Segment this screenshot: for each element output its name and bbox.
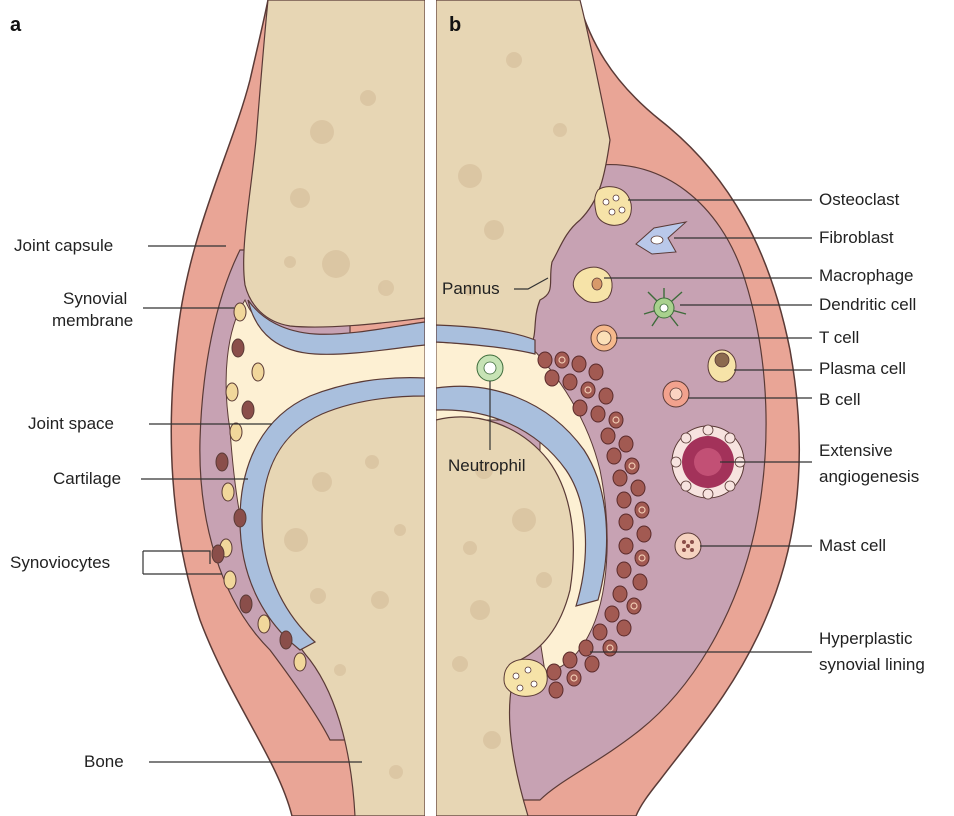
label-joint-space: Joint space bbox=[28, 413, 114, 435]
label-cartilage: Cartilage bbox=[53, 468, 121, 490]
label-mast-cell: Mast cell bbox=[819, 535, 886, 557]
panel-b-letter: b bbox=[449, 14, 461, 37]
plasma-cell bbox=[708, 350, 736, 382]
label-neutrophil: Neutrophil bbox=[448, 455, 526, 477]
upper-bone-a bbox=[244, 0, 425, 327]
label-bone: Bone bbox=[84, 751, 124, 773]
label-joint-capsule: Joint capsule bbox=[14, 235, 113, 257]
label-macrophage: Macrophage bbox=[819, 265, 914, 287]
panel-a-drawing bbox=[171, 0, 425, 816]
osteoclast-cell bbox=[595, 187, 632, 226]
label-dendritic-cell: Dendritic cell bbox=[819, 294, 916, 316]
label-synovial-membrane-line2: membrane bbox=[52, 310, 133, 332]
label-fibroblast: Fibroblast bbox=[819, 227, 894, 249]
label-osteoclast: Osteoclast bbox=[819, 189, 899, 211]
label-plasma-cell: Plasma cell bbox=[819, 358, 906, 380]
label-t-cell: T cell bbox=[819, 327, 859, 349]
b-cell bbox=[663, 381, 689, 407]
label-angiogenesis-line1: Extensive bbox=[819, 440, 893, 462]
neutrophil-cell bbox=[477, 355, 503, 381]
t-cell bbox=[591, 325, 617, 351]
label-hyperplastic-line1: Hyperplastic bbox=[819, 628, 913, 650]
osteoclast-cell-lower bbox=[504, 659, 547, 696]
label-b-cell: B cell bbox=[819, 389, 861, 411]
label-pannus: Pannus bbox=[442, 278, 500, 300]
label-synovial-membrane-line1: Synovial bbox=[63, 288, 127, 310]
mast-cell bbox=[675, 533, 701, 559]
label-synoviocytes: Synoviocytes bbox=[10, 552, 110, 574]
panel-a-letter: a bbox=[10, 14, 21, 37]
label-angiogenesis-line2: angiogenesis bbox=[819, 466, 919, 488]
panel-divider bbox=[425, 0, 436, 816]
label-hyperplastic-line2: synovial lining bbox=[819, 654, 925, 676]
